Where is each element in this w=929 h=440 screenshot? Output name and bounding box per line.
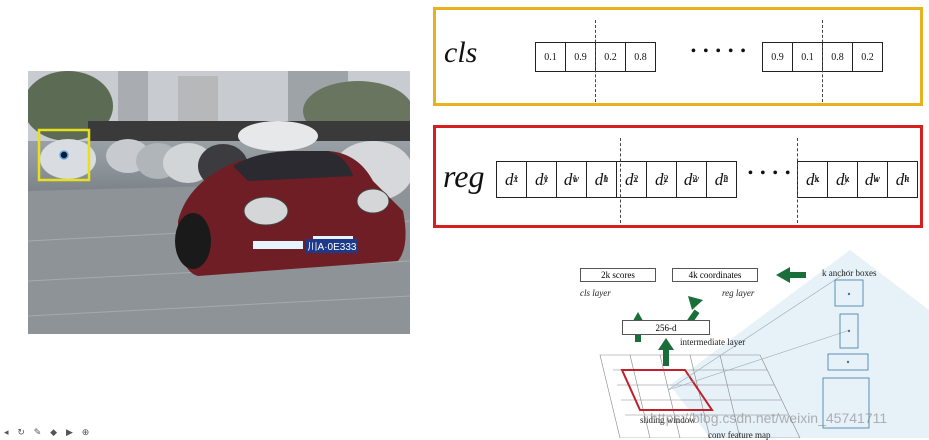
rpn-drawing [599, 250, 929, 438]
cls-cell: 0.9 [762, 42, 793, 72]
anchor-boxes [822, 279, 870, 429]
cls-cell: 0.1 [535, 42, 566, 72]
cls-panel: cls 0.1 0.9 0.2 0.8 • • • • • 0.9 0.1 0.… [433, 7, 923, 106]
reg-label: reg [443, 158, 485, 194]
anchor-boxes-label: k anchor boxes [822, 268, 877, 278]
detection-box [37, 128, 91, 182]
coordinates-box: 4k coordinates [672, 268, 758, 282]
reg-layer-label: reg layer [722, 288, 755, 298]
cls-layer-label: cls layer [580, 288, 611, 298]
cls-divider [822, 20, 823, 102]
slide-toolbar[interactable]: ◂ ↻ ✎ ◆ ▶ ⊕ [4, 428, 93, 438]
license-plate: 川A·0E333 [308, 242, 357, 253]
cls-cell: 0.2 [852, 42, 883, 72]
watermark: https://blog.csdn.net/weixin_45741711 [650, 410, 888, 426]
intermediate-layer-label: intermediate layer [680, 337, 746, 347]
reg-divider [797, 138, 798, 223]
cls-cell: 0.1 [792, 42, 823, 72]
sliding-window-box [620, 369, 714, 411]
sliding-window-label: sliding window [640, 415, 696, 425]
car-photo: 川A·0E333 [28, 71, 410, 334]
car-photo-drawing: 川A·0E333 [28, 71, 410, 334]
cls-label: cls [444, 36, 478, 69]
rpn-diagram: 2k scores 4k coordinates cls layer reg l… [560, 250, 929, 440]
cls-ellipsis: • • • • • [691, 44, 748, 59]
reg-ellipsis: • • • • [748, 166, 793, 181]
cls-cell: 0.2 [595, 42, 626, 72]
feature-map-label: conv feature map [708, 430, 771, 440]
scores-box: 2k scores [580, 268, 656, 282]
intermediate-box: 256-d [622, 320, 710, 335]
cls-cell: 0.9 [565, 42, 596, 72]
reg-divider [620, 138, 621, 223]
cls-cell: 0.8 [822, 42, 853, 72]
cls-cell: 0.8 [625, 42, 656, 72]
cls-divider [595, 20, 596, 102]
